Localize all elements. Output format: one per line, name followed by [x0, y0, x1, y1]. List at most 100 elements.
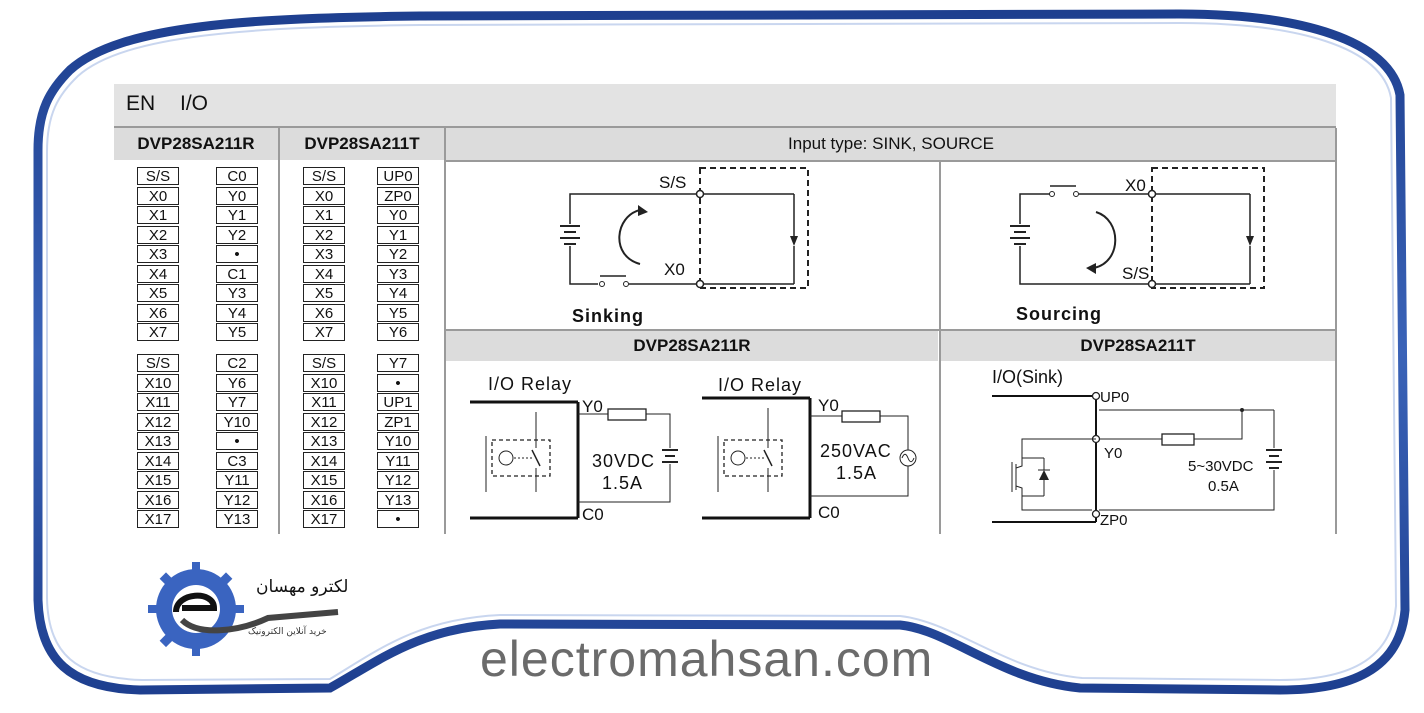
terminal-label: X16 [303, 490, 345, 509]
terminal-label: S/S [303, 354, 345, 372]
relay-ac-diagram [702, 396, 917, 520]
terminal-label: X7 [137, 323, 179, 341]
terminal-label: X15 [137, 471, 179, 489]
terminal-label: X10 [137, 373, 179, 392]
terminal-label: Y13 [377, 490, 419, 509]
terminal-label: C0 [216, 167, 258, 185]
terminal-label: Y1 [377, 225, 419, 244]
terminal-label: C3 [216, 451, 258, 470]
terminal-label: X0 [303, 186, 345, 205]
terminal-label: X12 [137, 412, 179, 431]
relay-dc-current: 1.5A [602, 473, 644, 493]
terminal-label: X5 [303, 284, 345, 302]
transistor-diagram [992, 391, 1282, 523]
logo-subtext: خرید آنلاین الکترونیک [248, 625, 327, 637]
relay-dc-voltage: 30VDC [592, 451, 656, 471]
terminal-label: Y12 [377, 471, 419, 489]
terminal-label: S/S [303, 167, 345, 185]
table-divider [278, 128, 280, 534]
transistor-voltage: 5~30VDC [1188, 458, 1254, 475]
terminal-label: Y6 [377, 323, 419, 341]
transistor-section-title: DVP28SA211T [941, 331, 1335, 361]
terminal-label: X15 [303, 471, 345, 489]
terminal-label: Y0 [216, 186, 258, 205]
terminal-label: Y3 [216, 284, 258, 302]
sourcing-ss-label: S/S [1122, 264, 1150, 283]
terminal-label: X4 [303, 264, 345, 283]
brand-logo: الکترو مهسان خرید آنلاین الکترونیک [148, 562, 348, 656]
sourcing-diagram [1010, 167, 1265, 289]
sinking-diagram [560, 167, 809, 289]
terminal-label: X6 [137, 303, 179, 322]
terminal-label: Y10 [216, 412, 258, 431]
transistor-label: I/O(Sink) [992, 367, 1064, 387]
terminal-label: X2 [137, 225, 179, 244]
terminal-label: X12 [303, 412, 345, 431]
terminal-label: X6 [303, 303, 345, 322]
transistor-zp0: ZP0 [1100, 512, 1128, 529]
terminal-label: Y1 [216, 206, 258, 224]
terminal-label: X1 [137, 206, 179, 224]
terminal-label: X11 [303, 393, 345, 411]
relay-section-title: DVP28SA211R [446, 331, 938, 361]
transistor-up0: UP0 [1100, 389, 1130, 406]
relay-ac-c0: C0 [818, 503, 840, 522]
model-r-header: DVP28SA211R [114, 128, 278, 160]
terminal-label: X2 [303, 225, 345, 244]
terminal-label: X5 [137, 284, 179, 302]
relay-ac-current: 1.5A [836, 463, 878, 483]
terminal-label: X1 [303, 206, 345, 224]
terminal-label: ZP1 [377, 412, 419, 431]
terminal-label: C1 [216, 264, 258, 283]
transistor-current: 0.5A [1208, 478, 1239, 495]
section-header: EN I/O [114, 84, 1336, 128]
terminal-label: S/S [137, 354, 179, 372]
terminal-label: X13 [137, 432, 179, 450]
terminal-label: X17 [303, 510, 345, 528]
terminal-label: Y10 [377, 432, 419, 450]
language-label: EN [126, 92, 156, 115]
terminal-label: • [216, 432, 258, 450]
terminal-label: X14 [137, 451, 179, 470]
sinking-ss-label: S/S [659, 173, 687, 192]
terminal-label: UP1 [377, 393, 419, 411]
transistor-y0: Y0 [1104, 445, 1123, 462]
terminal-label: Y5 [377, 303, 419, 322]
table-divider [444, 128, 446, 534]
relay-dc-c0: C0 [582, 505, 604, 524]
table-divider [1335, 128, 1337, 534]
terminal-label: Y13 [216, 510, 258, 528]
terminal-label: Y0 [377, 206, 419, 224]
terminal-label: X13 [303, 432, 345, 450]
table-divider [939, 161, 941, 534]
input-type-header: Input type: SINK, SOURCE [446, 128, 1336, 160]
terminal-label: X10 [303, 373, 345, 392]
terminal-label: Y12 [216, 490, 258, 509]
relay-dc-label: I/O Relay [488, 374, 573, 394]
terminal-label: X0 [137, 186, 179, 205]
terminal-label: • [377, 373, 419, 392]
sinking-title: Sinking [572, 306, 645, 326]
terminal-label: S/S [137, 167, 179, 185]
terminal-label: Y11 [377, 451, 419, 470]
sinking-x0-label: X0 [664, 260, 685, 279]
terminal-label: UP0 [377, 167, 419, 185]
terminal-label: X17 [137, 510, 179, 528]
terminal-label: C2 [216, 354, 258, 372]
terminal-label: X7 [303, 323, 345, 341]
terminal-label: • [216, 245, 258, 263]
site-url[interactable]: electromahsan.com [480, 631, 934, 687]
terminal-label: X4 [137, 264, 179, 283]
relay-dc-diagram [470, 400, 678, 520]
terminal-label: Y2 [216, 225, 258, 244]
sourcing-title: Sourcing [1016, 304, 1103, 324]
relay-ac-y0: Y0 [818, 396, 839, 415]
table-divider [444, 329, 1337, 331]
terminal-label: • [377, 510, 419, 528]
relay-dc-y0: Y0 [582, 397, 603, 416]
terminal-label: Y4 [377, 284, 419, 302]
terminal-label: Y3 [377, 264, 419, 283]
relay-ac-voltage: 250VAC [820, 441, 892, 461]
table-divider [444, 160, 1337, 162]
